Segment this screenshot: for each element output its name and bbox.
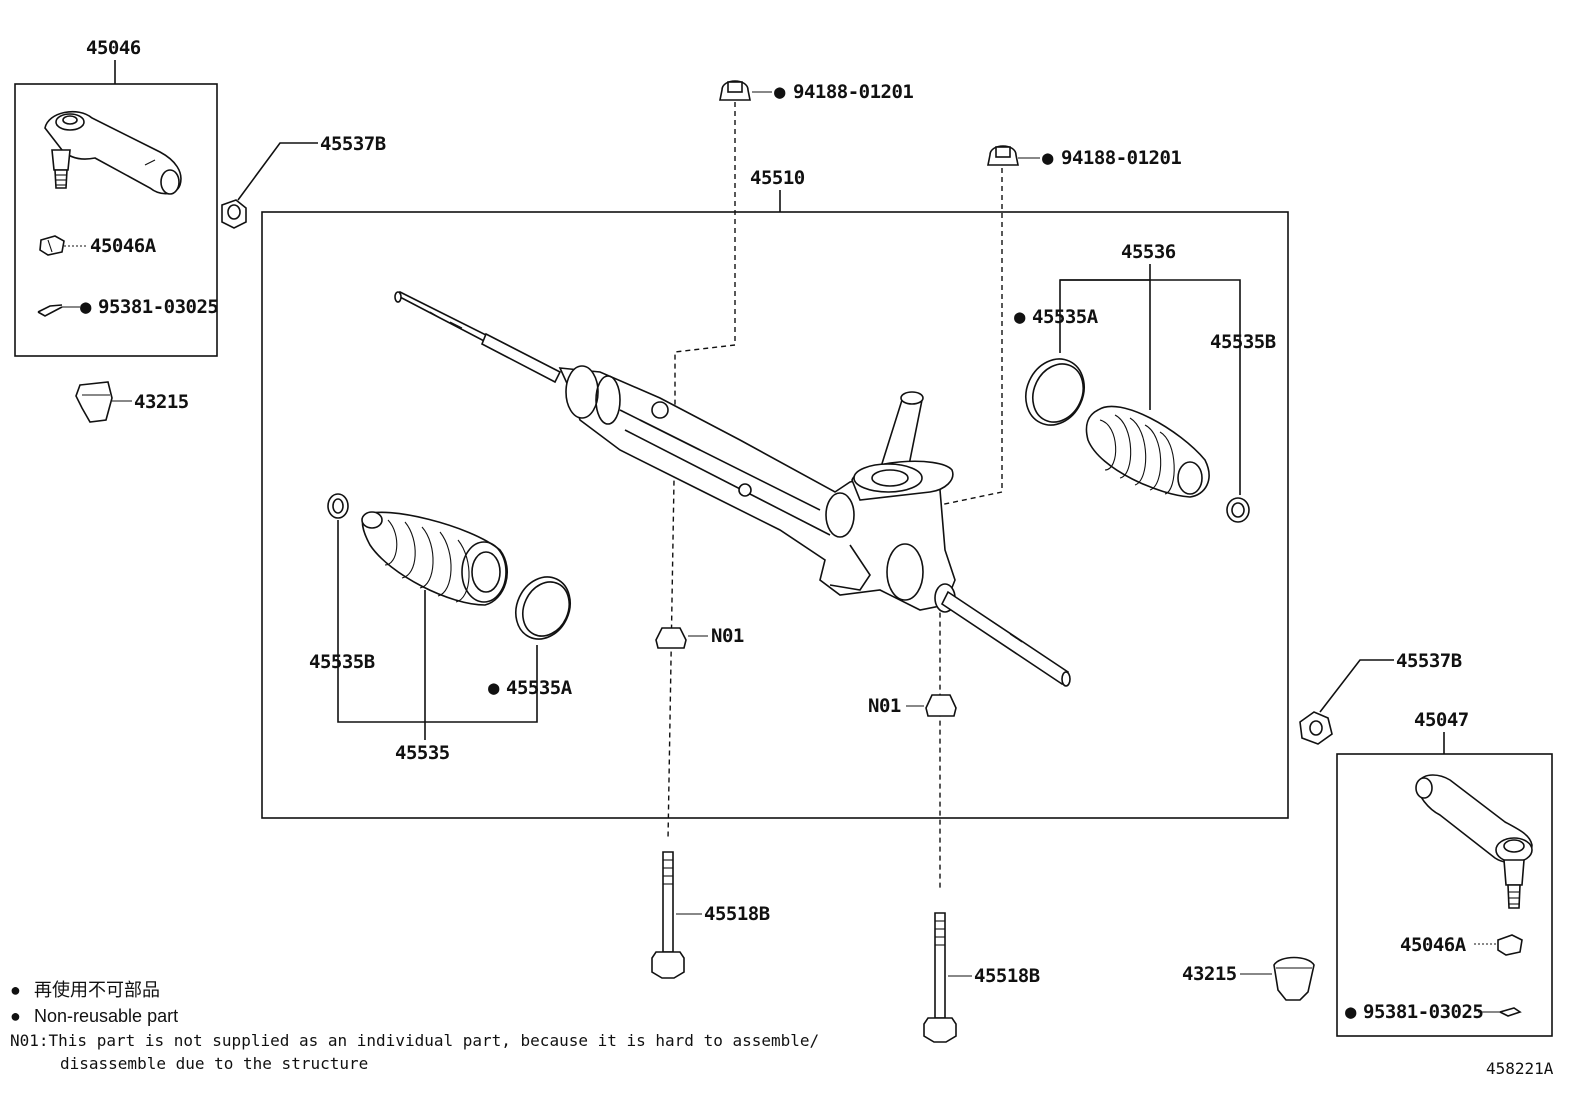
label-45046A-left: 45046A (90, 235, 157, 257)
clamp-left-icon (327, 493, 349, 519)
label-43215-right: 43215 (1182, 963, 1237, 985)
boot-kit-left-group: 45535B ● 45535A 45535 (309, 493, 573, 764)
tie-rod-end-left-icon (44, 110, 182, 195)
legend-bullet-en: ● (10, 1006, 21, 1026)
legend-en: Non-reusable part (34, 1006, 178, 1026)
cap-left-icon (75, 381, 113, 423)
label-45535A-right: 45535A (1032, 306, 1099, 328)
label-45535B-right: 45535B (1210, 331, 1276, 353)
label-45046A-right: 45046A (1400, 934, 1467, 956)
label-n01-b: N01 (868, 695, 901, 717)
lock-nut-left-icon (221, 199, 247, 229)
tie-rod-end-left-group: 45046 45046A ● 95381-03025 (14, 37, 219, 357)
legend-n01-line1: N01:This part is not supplied as an indi… (10, 1031, 819, 1050)
tie-rod-end-right-group: 45047 45046A ● 95381-03025 (1336, 709, 1553, 1037)
cap-right-group: 43215 (1182, 956, 1315, 1001)
steering-rack-icon (394, 290, 1071, 687)
label-45046: 45046 (86, 37, 141, 59)
bullet-94188-1: ● (774, 81, 786, 103)
cotter-pin-right-icon (1499, 1007, 1522, 1017)
nut-left-icon (39, 235, 65, 256)
gear-assy-group: 45510 (261, 167, 1289, 819)
nut-right-icon (1497, 934, 1523, 956)
clip-ring-right-icon (1025, 358, 1085, 426)
n01-b-group: N01 (868, 694, 957, 717)
label-45537B-left: 45537B (320, 133, 386, 155)
label-45536: 45536 (1121, 241, 1176, 263)
cap-left-group: 43215 (75, 381, 189, 423)
bullet-95381-left: ● (80, 296, 92, 318)
label-45047: 45047 (1414, 709, 1469, 731)
legend-jp: 再使用不可部品 (34, 980, 160, 1000)
bullet-45535A-right: ● (1014, 306, 1026, 328)
bullet-94188-2: ● (1042, 147, 1054, 169)
label-94188-1: 94188-01201 (793, 81, 913, 103)
legend: ● 再使用不可部品 ● Non-reusable part N01:This p… (10, 980, 819, 1073)
label-43215-left: 43215 (134, 391, 189, 413)
lock-nut-left-group: 45537B (221, 133, 386, 229)
figure-id: 458221A (1486, 1059, 1554, 1078)
n01-a-icon (655, 627, 687, 649)
n01-b-icon (925, 694, 957, 717)
lock-nut-right-group: 45537B (1299, 650, 1462, 745)
label-45518B-right: 45518B (974, 965, 1040, 987)
cotter-pin-left-icon (37, 304, 63, 317)
boot-kit-right-group: 45536 ● 45535A 45535B (1014, 241, 1276, 523)
bullet-95381-right: ● (1345, 1001, 1357, 1023)
legend-n01-line2: disassemble due to the structure (60, 1054, 368, 1073)
label-45518B-left: 45518B (704, 903, 770, 925)
boot-right-icon (1085, 405, 1210, 498)
bolt-right-icon (923, 912, 957, 1043)
clamp-right-icon (1226, 497, 1250, 523)
bolt-left-group: 45518B (651, 851, 770, 979)
clip-ring-left-icon (515, 576, 571, 640)
label-45535A-left: 45535A (506, 677, 573, 699)
lock-nut-right-icon (1299, 711, 1333, 745)
label-45535B-left: 45535B (309, 651, 375, 673)
tie-rod-end-right-icon (1415, 774, 1533, 909)
label-45537B-right: 45537B (1396, 650, 1462, 672)
nut-top-1-group: ● 94188-01201 (667, 80, 914, 841)
bullet-45535A-left: ● (488, 677, 500, 699)
bolt-right-group: 45518B (923, 912, 1040, 1043)
bolt-left-icon (651, 851, 685, 979)
label-45510: 45510 (750, 167, 805, 189)
legend-bullet-jp: ● (10, 980, 21, 1000)
boot-left-icon (361, 511, 509, 606)
n01-a-group: N01 (655, 625, 744, 649)
label-n01-a: N01 (711, 625, 744, 647)
label-95381-right: 95381-03025 (1363, 1001, 1483, 1023)
label-94188-2: 94188-01201 (1061, 147, 1181, 169)
label-95381-left: 95381-03025 (98, 296, 218, 318)
label-45535: 45535 (395, 742, 450, 764)
cap-right-icon (1273, 956, 1315, 1001)
